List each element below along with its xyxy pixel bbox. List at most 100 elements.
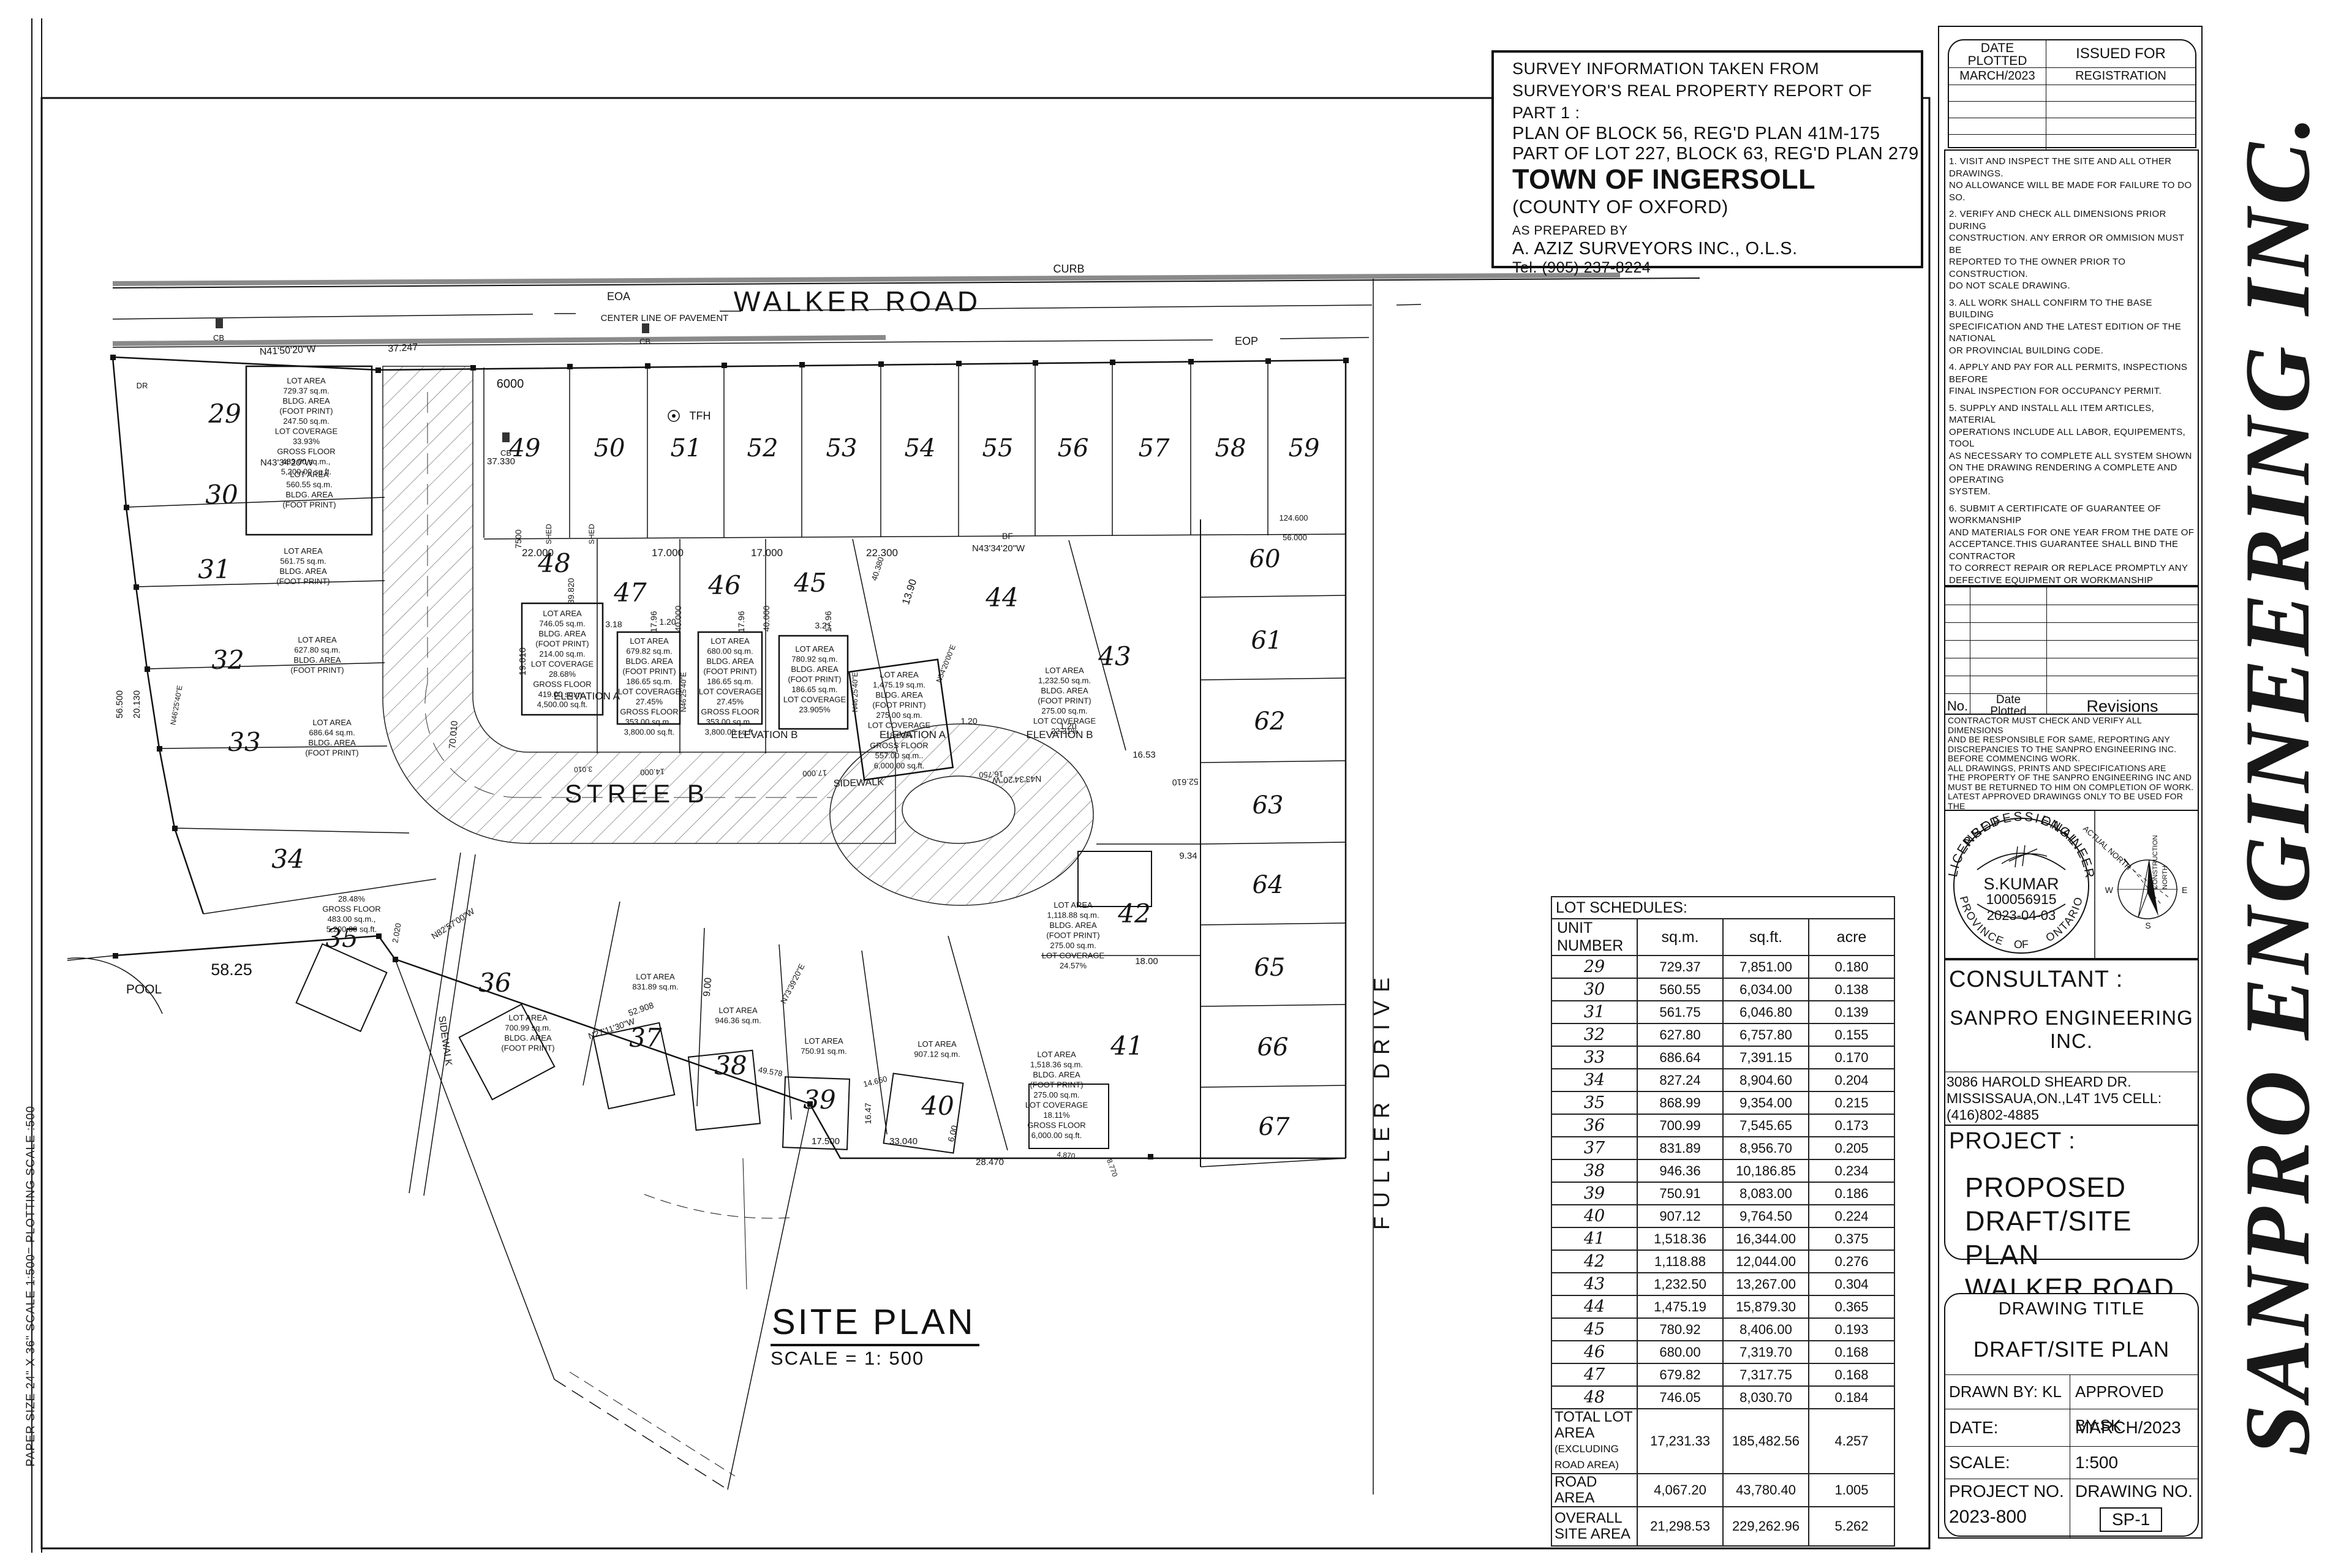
svg-text:LOT AREA: LOT AREA (508, 1013, 548, 1022)
svg-text:3,800.00 sq.ft.: 3,800.00 sq.ft. (624, 728, 674, 737)
drawn-by: DRAWN BY: KL (1945, 1375, 2070, 1409)
svg-text:LOT COVERAGE: LOT COVERAGE (275, 427, 338, 436)
svg-text:GROSS FLOOR: GROSS FLOOR (620, 707, 678, 717)
building-footprint (1077, 851, 1152, 907)
svg-text:275.00 sq.m.: 275.00 sq.m. (1033, 1090, 1079, 1099)
map-label: 34 (271, 844, 304, 874)
map-label: POOL (126, 982, 162, 997)
svg-text:LOT AREA: LOT AREA (1037, 1050, 1076, 1059)
map-label: N46'25'40"E (851, 672, 859, 712)
map-label: 66 (1257, 1033, 1289, 1061)
svg-text:(FOOT PRINT): (FOOT PRINT) (279, 407, 333, 416)
map-label: 17.000 (802, 768, 827, 778)
map-label: 1.20 (1060, 721, 1076, 731)
svg-text:NORTH: NORTH (2162, 865, 2169, 889)
map-label: CURB (1053, 263, 1084, 275)
svg-text:BLDG. AREA: BLDG. AREA (1033, 1070, 1080, 1079)
map-label: 8.770 (1105, 1158, 1120, 1178)
svg-text:(FOOT PRINT): (FOOT PRINT) (290, 666, 344, 675)
map-label: ELEVATION B (1027, 729, 1093, 741)
contractor-disclaimer: CONTRACTOR MUST CHECK AND VERIFY ALL DIM… (1944, 715, 2199, 829)
svg-text:LOT COVERAGE: LOT COVERAGE (783, 695, 846, 704)
date-value: MARCH/2023 (2075, 1418, 2181, 1437)
svg-text:831.89 sq.m.: 831.89 sq.m. (632, 982, 678, 992)
map-label: 28.470 (976, 1157, 1004, 1167)
map-label: 60 (1250, 545, 1281, 573)
map-label: 6000 (497, 377, 524, 391)
svg-text:729.37 sq.m.: 729.37 sq.m. (283, 386, 329, 396)
map-label: 16.47 (863, 1102, 873, 1124)
svg-text:1,518.36 sq.m.: 1,518.36 sq.m. (1030, 1060, 1083, 1069)
svg-text:22.31%: 22.31% (1051, 726, 1079, 736)
building-footprint (883, 1072, 964, 1154)
building-footprint (1028, 1084, 1109, 1149)
svg-text:CONSTRUCTION: CONSTRUCTION (2152, 835, 2159, 889)
map-label: 55 (982, 434, 1014, 462)
building-footprints (295, 851, 1152, 1154)
date-plotted-header: DATE PLOTTED (1949, 40, 2046, 67)
map-label: 40.000 (761, 605, 771, 631)
page-title: SITE PLAN (771, 1302, 979, 1346)
drawing-title-value: DRAFT/SITE PLAN (1973, 1338, 2170, 1362)
svg-text:247.50 sq.m.: 247.50 sq.m. (283, 417, 329, 426)
map-label: 44 (985, 582, 1018, 612)
map-label: 57 (1139, 434, 1170, 462)
sheet-borders (31, 18, 1931, 1553)
svg-text:28.48%: 28.48% (338, 894, 366, 903)
map-label: 39.820 (566, 578, 576, 604)
svg-text:LOT AREA: LOT AREA (918, 1039, 957, 1049)
svg-text:(FOOT PRINT): (FOOT PRINT) (788, 675, 841, 684)
map-label: 13.90 (900, 578, 919, 606)
svg-text:28.68%: 28.68% (549, 669, 576, 679)
svg-text:946.36 sq.m.: 946.36 sq.m. (715, 1016, 761, 1025)
svg-text:560.55 sq.m.: 560.55 sq.m. (286, 480, 332, 489)
col-header-sqm: sq.m. (1637, 918, 1724, 956)
svg-text:186.65 sq.m.: 186.65 sq.m. (707, 677, 753, 686)
map-label: CB (500, 448, 511, 458)
svg-text:E: E (2182, 885, 2187, 895)
svg-text:BLDG. AREA: BLDG. AREA (1041, 686, 1088, 695)
svg-text:BLDG. AREA: BLDG. AREA (1049, 921, 1097, 930)
svg-text:LOT AREA: LOT AREA (284, 546, 323, 556)
svg-text:483.00 sq.m.,: 483.00 sq.m., (328, 914, 376, 924)
paper-size-note: PAPER SIZE 24" X 36" SCALE 1:500= PLOTTI… (24, 1106, 37, 1467)
svg-text:27.45%: 27.45% (636, 697, 663, 706)
svg-text:BLDG. AREA: BLDG. AREA (293, 655, 341, 665)
svg-text:750.91 sq.m.: 750.91 sq.m. (801, 1047, 846, 1056)
map-label: SHED (587, 524, 596, 545)
svg-text:BLDG. AREA: BLDG. AREA (538, 629, 586, 638)
map-label: TFH (690, 410, 711, 422)
svg-text:214.00 sq.m.: 214.00 sq.m. (539, 649, 585, 658)
svg-text:LOT AREA: LOT AREA (543, 609, 582, 618)
svg-text:4,500.00 sq.ft.: 4,500.00 sq.ft. (537, 700, 587, 709)
general-note: 5. SUPPLY AND INSTALL ALL ITEM ARTICLES,… (1949, 402, 2192, 497)
map-label: 58 (1215, 434, 1246, 462)
project-no-label: PROJECT NO. (1949, 1482, 2064, 1501)
svg-text:(FOOT PRINT): (FOOT PRINT) (1030, 1080, 1083, 1090)
map-label: 53 (826, 434, 858, 462)
map-label: 42 (1117, 899, 1150, 929)
map-label: N41'50'20"W (259, 344, 316, 358)
survey-line: PART 1 : (1512, 104, 1580, 122)
map-label: STREE B (565, 779, 709, 808)
north-arrow-compass: W E S ACTUAL NORTH CONSTRUCTION NORTH (2081, 824, 2187, 930)
professional-seal: LICENSED PROFESSIONAL ENGINEER PROVINCE … (1946, 811, 2096, 954)
col-header-unit: UNIT NUMBER (1551, 918, 1638, 956)
svg-text:275.00 sq.m.: 275.00 sq.m. (1041, 706, 1087, 715)
svg-text:LOT AREA: LOT AREA (795, 644, 834, 654)
map-label: DR (137, 381, 148, 390)
svg-text:BLDG. AREA: BLDG. AREA (285, 490, 333, 499)
